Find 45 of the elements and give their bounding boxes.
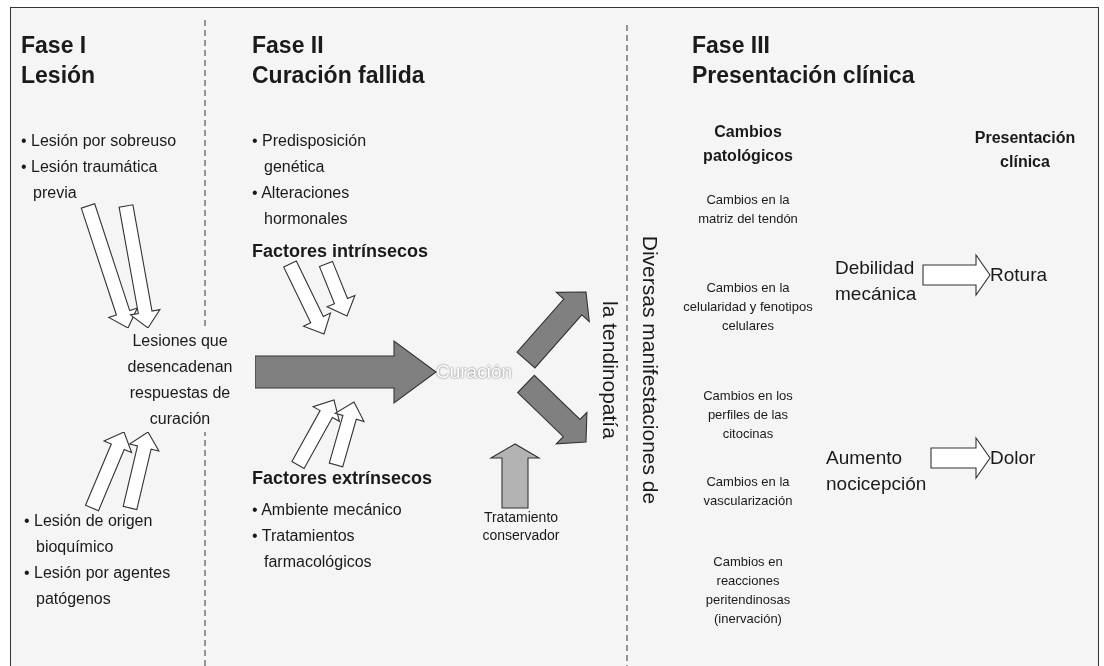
list-item: • Lesión por sobreuso xyxy=(21,131,178,151)
block-arrow xyxy=(930,436,991,480)
block-arrow xyxy=(488,443,542,509)
block-arrow xyxy=(318,260,356,317)
node-text: Debilidad mecánica xyxy=(835,255,923,307)
pathology-text: Cambios en la matriz del tendón xyxy=(697,191,799,228)
block-arrow xyxy=(84,431,133,512)
column-heading: Presentación clínica xyxy=(973,128,1077,172)
column-heading: Cambios patológicos xyxy=(702,122,794,166)
phase-heading: Fase II xyxy=(252,31,324,60)
node-text: Aumento nocicepción xyxy=(826,445,931,497)
pathology-text: Cambios en la vascularización xyxy=(702,473,794,510)
block-arrow xyxy=(122,431,160,511)
list-item: • Predisposición genética xyxy=(252,131,368,177)
block-arrow xyxy=(922,253,991,297)
node-text: Rotura xyxy=(990,262,1060,288)
block-arrow xyxy=(516,291,590,369)
group-heading: Factores intrínsecos xyxy=(252,240,429,263)
rotated-text: Diversas manifestaciones de la tendinopatía xyxy=(586,220,670,520)
phase-heading: Presentación clínica xyxy=(692,61,915,90)
node-label: Lesiones que desencadenan respuestas de curación xyxy=(127,332,233,427)
phase-heading: Lesión xyxy=(21,61,96,90)
node-text: Curación xyxy=(436,360,526,384)
pathology-text: Cambios en reacciones peritendinosas (inervación) xyxy=(704,553,792,628)
block-arrow xyxy=(291,399,341,470)
block-arrow xyxy=(118,204,162,329)
phase-heading: Curación fallida xyxy=(252,61,425,90)
list-item: • Ambiente mecánico xyxy=(252,500,403,520)
group-heading: Factores extrínsecos xyxy=(252,467,433,490)
node-text: Dolor xyxy=(990,445,1060,471)
node-text: Tratamiento conservador xyxy=(466,508,576,544)
phase-heading: Fase I xyxy=(21,31,87,60)
pathology-text: Cambios en la celularidad y fenotipos celulares xyxy=(683,279,813,335)
block-arrow xyxy=(254,339,437,405)
pathology-text: Cambios en los perfiles de las citocinas xyxy=(702,387,794,443)
block-arrow xyxy=(328,401,366,468)
list-item: • Lesión traumática previa xyxy=(21,157,159,203)
block-arrow xyxy=(80,203,139,329)
phase-heading: Fase III xyxy=(692,31,770,60)
list-item: • Lesión de origen bioquímico xyxy=(24,511,154,557)
list-item: • Alteraciones hormonales xyxy=(252,183,351,229)
list-item: • Lesión por agentes patógenos xyxy=(24,563,172,609)
list-item: • Tratamientos farmacológicos xyxy=(252,526,373,572)
block-arrow xyxy=(516,374,588,445)
block-arrow xyxy=(282,260,332,335)
